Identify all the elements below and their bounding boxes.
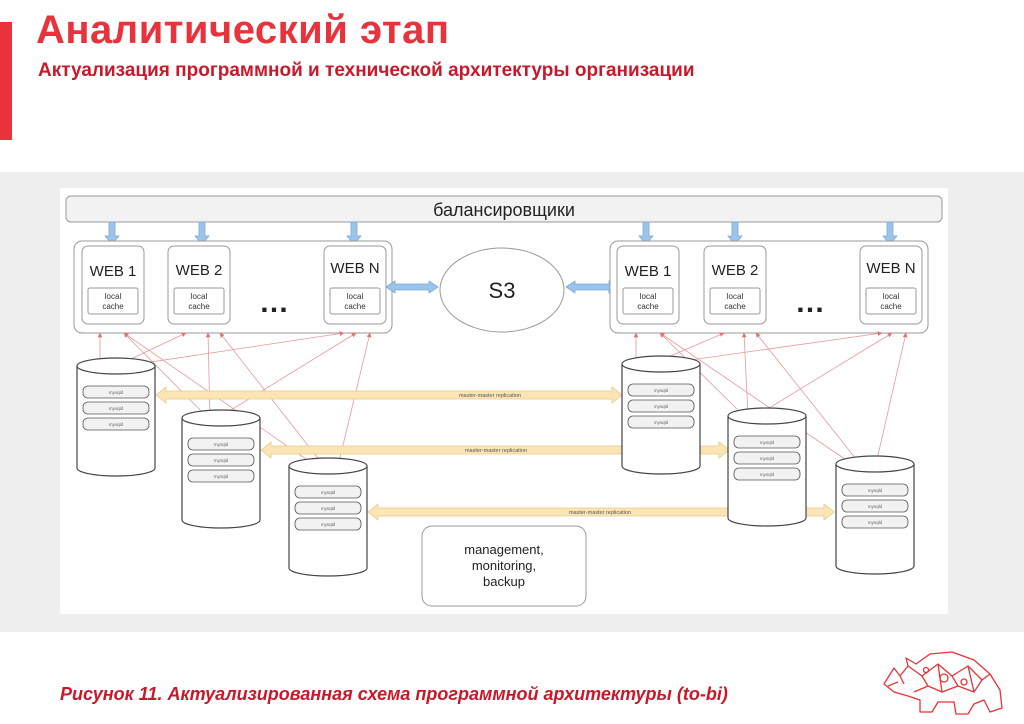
replication-arrows	[155, 386, 835, 521]
mysqld-instance	[733, 435, 801, 449]
database-servers: mysqld mysqld mysqld mysqld mysqld mysqld mysq…	[76, 355, 915, 577]
web-server-label: WEB N	[330, 260, 379, 277]
mysqld-instance	[627, 399, 695, 413]
local-cache-box	[709, 287, 761, 315]
mysqld-instance	[733, 451, 801, 465]
mysqld-instance	[627, 383, 695, 397]
ellipsis: …	[795, 286, 825, 319]
mysqld-label: mysqld	[654, 404, 669, 409]
mysqld-label: mysqld	[654, 420, 669, 425]
mysqld-instance	[187, 469, 255, 483]
web-server-label: WEB 2	[712, 262, 759, 279]
load-balancer-box	[65, 195, 943, 223]
local-cache-label: local	[640, 292, 657, 301]
s3-storage	[439, 247, 565, 333]
local-cache-label: cache	[102, 302, 124, 311]
mysqld-instance	[82, 417, 150, 431]
mysqld-label: mysqld	[109, 406, 124, 411]
local-cache-box	[329, 287, 381, 315]
mysqld-label: mysqld	[321, 522, 336, 527]
mysqld-instance	[187, 453, 255, 467]
mysqld-instance	[627, 415, 695, 429]
management-label: management,	[464, 542, 544, 557]
mysqld-instance	[733, 467, 801, 481]
balancer-arrows	[104, 221, 898, 245]
mysqld-label: mysqld	[760, 440, 775, 445]
mysqld-label: mysqld	[760, 456, 775, 461]
web-server-label: WEB 1	[90, 263, 137, 280]
management-box	[421, 525, 587, 607]
mysqld-instance	[841, 483, 909, 497]
mysqld-label: mysqld	[214, 458, 229, 463]
replication-label: master-master replication	[459, 393, 521, 399]
local-cache-box	[865, 287, 917, 315]
web-db-connections	[97, 331, 908, 467]
backup-label: backup	[483, 574, 525, 589]
s3-label: S3	[489, 278, 516, 303]
rhino-logo	[883, 651, 1003, 715]
database-cylinder-top	[76, 357, 156, 375]
mysqld-label: mysqld	[868, 520, 883, 525]
page-subtitle: Актуализация программной и технической а…	[38, 60, 695, 81]
local-cache-label: local	[727, 292, 744, 301]
replication-label: master-master replication	[569, 510, 631, 516]
database-cylinder-top	[727, 407, 807, 425]
local-cache-box	[173, 287, 225, 315]
web-server-label: WEB 1	[625, 263, 672, 280]
mysqld-label: mysqld	[654, 388, 669, 393]
database-cylinder-top	[288, 457, 368, 475]
local-cache-label: local	[191, 292, 208, 301]
architecture-diagram: балансировщики WEB 1 local cache WEB 2 l…	[60, 188, 948, 614]
web-server-label: WEB N	[866, 260, 915, 277]
local-cache-label: cache	[344, 302, 366, 311]
mysqld-label: mysqld	[868, 504, 883, 509]
mysqld-label: mysqld	[321, 506, 336, 511]
mysqld-instance	[841, 515, 909, 529]
mysqld-instance	[841, 499, 909, 513]
mysqld-label: mysqld	[760, 472, 775, 477]
mysqld-label: mysqld	[868, 488, 883, 493]
database-cylinder-top	[621, 355, 701, 373]
mysqld-instance	[294, 517, 362, 531]
monitoring-label: monitoring,	[472, 558, 536, 573]
mysqld-instance	[294, 485, 362, 499]
mysqld-label: mysqld	[214, 474, 229, 479]
mysqld-instance	[294, 501, 362, 515]
mysqld-label: mysqld	[214, 442, 229, 447]
load-balancer-label: балансировщики	[433, 200, 575, 220]
local-cache-label: local	[883, 292, 900, 301]
local-cache-label: cache	[637, 302, 659, 311]
local-cache-label: cache	[724, 302, 746, 311]
mysqld-instance	[82, 401, 150, 415]
local-cache-box	[622, 287, 674, 315]
database-cylinder-top	[181, 409, 261, 427]
database-cylinder-top	[835, 455, 915, 473]
replication-label: master-master replication	[465, 448, 527, 454]
local-cache-label: cache	[880, 302, 902, 311]
accent-bar	[0, 22, 12, 140]
mysqld-label: mysqld	[109, 422, 124, 427]
local-cache-label: local	[347, 292, 364, 301]
page-title: Аналитический этап	[36, 8, 450, 52]
mysqld-label: mysqld	[109, 390, 124, 395]
local-cache-box	[87, 287, 139, 315]
mysqld-label: mysqld	[321, 490, 336, 495]
mysqld-instance	[82, 385, 150, 399]
local-cache-label: cache	[188, 302, 210, 311]
mysqld-instance	[187, 437, 255, 451]
local-cache-label: local	[105, 292, 122, 301]
figure-caption: Рисунок 11. Актуализированная схема прог…	[60, 684, 728, 704]
web-server-label: WEB 2	[176, 262, 223, 279]
ellipsis: …	[259, 286, 289, 319]
